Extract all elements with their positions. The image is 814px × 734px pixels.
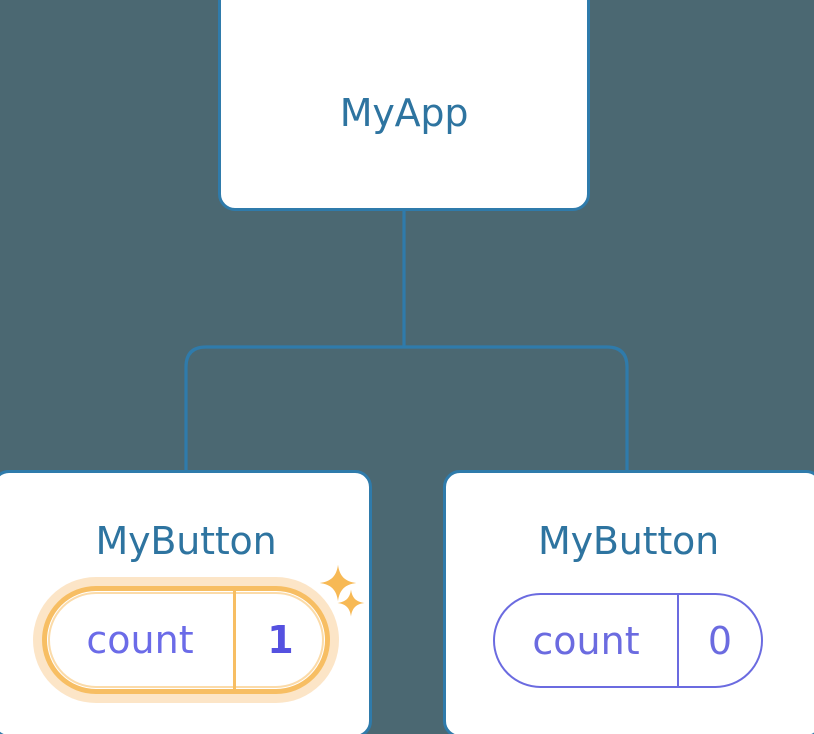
state-value-child-left: 1 [233, 591, 325, 689]
edge-branch-bar [184, 345, 629, 474]
state-pill-child-right[interactable]: count 0 [493, 593, 763, 688]
node-title-root: MyApp [339, 91, 469, 135]
node-card-root[interactable]: MyApp [218, 0, 590, 211]
state-pill-child-left[interactable]: count 1 [42, 586, 330, 694]
state-key-child-left: count [86, 618, 194, 662]
state-value-child-right: 0 [677, 595, 761, 686]
node-title-child-left: MyButton [95, 519, 277, 563]
node-title-child-right: MyButton [538, 519, 719, 563]
state-key-child-right: count [532, 618, 640, 663]
node-card-child-right[interactable]: MyButton [443, 470, 814, 734]
